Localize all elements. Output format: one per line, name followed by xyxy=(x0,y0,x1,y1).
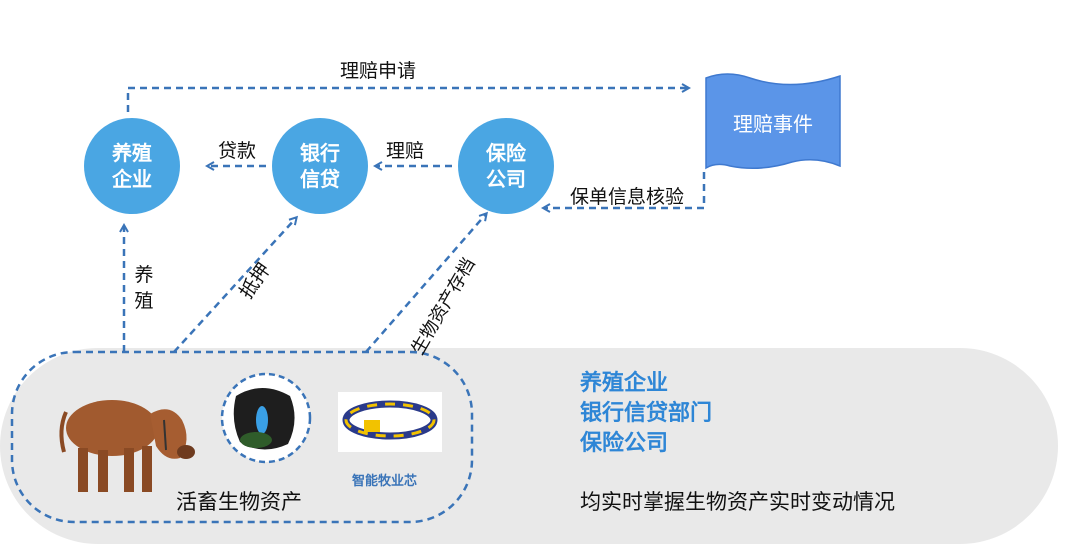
party-bank-credit-dept: 银行信贷部门 xyxy=(580,400,712,428)
farm-node-line1: 养殖 xyxy=(112,140,152,166)
insurance-company-node: 保险 公司 xyxy=(458,118,554,214)
insurer-node-line1: 保险 xyxy=(486,140,526,166)
breeding-label: 养殖 xyxy=(133,262,155,314)
farm-node-line2: 企业 xyxy=(112,166,152,192)
summary-statement: 均实时掌握生物资产实时变动情况 xyxy=(580,486,895,516)
claim-application-arrow xyxy=(128,88,688,112)
insurer-node-line2: 公司 xyxy=(486,166,526,192)
bank-node-line1: 银行 xyxy=(300,140,340,166)
claim-event-label: 理赔事件 xyxy=(712,108,834,137)
claim-payout-label: 理赔 xyxy=(386,136,424,163)
party-farm-enterprise: 养殖企业 xyxy=(580,370,668,398)
smart-chip-label: 智能牧业芯 xyxy=(352,470,417,489)
farm-enterprise-node: 养殖 企业 xyxy=(84,118,180,214)
claim-application-label: 理赔申请 xyxy=(340,56,416,83)
policy-verification-label: 保单信息核验 xyxy=(570,182,684,209)
party-insurance-company: 保险公司 xyxy=(580,430,668,458)
cow-collar-illustration xyxy=(222,374,310,462)
loan-label: 贷款 xyxy=(218,136,256,163)
bank-credit-node: 银行 信贷 xyxy=(272,118,368,214)
livestock-asset-label: 活畜生物资产 xyxy=(176,486,302,516)
smart-collar-illustration xyxy=(338,392,442,452)
bank-node-line2: 信贷 xyxy=(300,166,340,192)
